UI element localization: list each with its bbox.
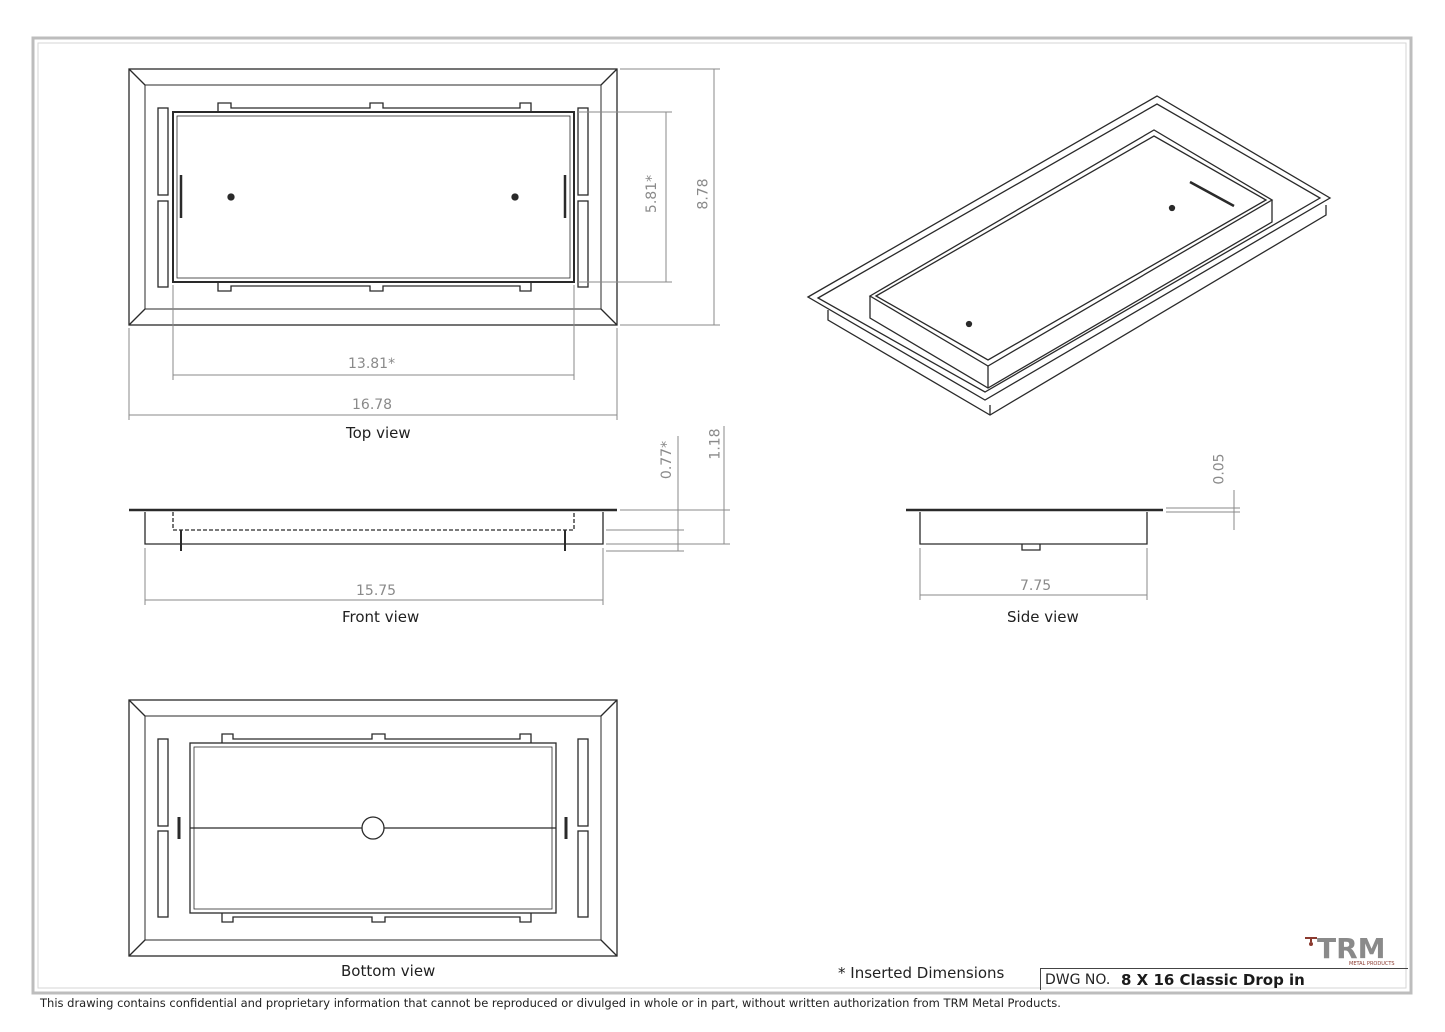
trm-logo-icon: TRM METAL PRODUCTS xyxy=(1305,932,1395,967)
front-view xyxy=(129,508,617,551)
sheet-inner-border xyxy=(37,42,1407,989)
dim-side-width: 7.75 xyxy=(1020,578,1052,594)
dim-top-overall-width: 16.78 xyxy=(352,397,393,413)
dwg-no-value: 8 X 16 Classic Drop in xyxy=(1121,971,1305,989)
front-view-label: Front view xyxy=(342,608,420,626)
side-view-dimensions xyxy=(919,490,1240,600)
dim-side-flange: 0.05 xyxy=(1211,453,1228,485)
dim-front-length: 15.75 xyxy=(356,583,397,599)
top-view-dimensions xyxy=(128,68,720,420)
svg-text:METAL PRODUCTS: METAL PRODUCTS xyxy=(1349,961,1395,966)
bottom-view-label: Bottom view xyxy=(341,962,436,980)
top-view xyxy=(128,68,618,326)
title-block: DWG NO. 8 X 16 Classic Drop in xyxy=(1040,968,1408,990)
inserted-dimensions-note: * Inserted Dimensions xyxy=(838,964,1005,982)
dim-front-insert-depth: 0.77* xyxy=(659,440,676,480)
side-view-label: Side view xyxy=(1007,608,1079,626)
sheet-outer-border xyxy=(31,36,1413,995)
isometric-view xyxy=(806,95,1332,416)
front-view-dimensions xyxy=(144,426,730,605)
dim-top-inserted-height: 5.81* xyxy=(644,174,661,214)
svg-text:TRM: TRM xyxy=(1317,932,1386,965)
trm-logo: TRM METAL PRODUCTS xyxy=(1303,930,1408,967)
dim-top-overall-height: 8.78 xyxy=(695,178,712,210)
top-view-label: Top view xyxy=(346,424,411,442)
dim-front-overall-depth: 1.18 xyxy=(707,428,724,460)
side-view xyxy=(906,508,1163,551)
dwg-no-label: DWG NO. xyxy=(1045,972,1111,988)
dim-top-inserted-width: 13.81* xyxy=(348,356,396,372)
confidentiality-footer: This drawing contains confidential and p… xyxy=(40,996,1061,1010)
bottom-view xyxy=(128,699,618,957)
